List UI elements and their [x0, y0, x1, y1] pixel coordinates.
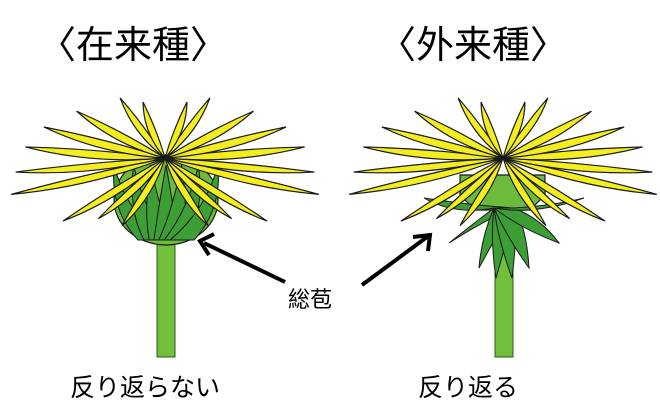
petal [381, 126, 504, 159]
petal [15, 157, 166, 174]
petal [349, 157, 504, 195]
arrow-native [197, 232, 286, 284]
petal [502, 157, 606, 222]
petal [502, 101, 526, 159]
bract [492, 207, 561, 245]
petal [97, 157, 166, 220]
petal [502, 126, 625, 159]
introduced-petals [349, 97, 657, 227]
petal [164, 101, 188, 159]
petal [164, 110, 254, 159]
petal [43, 126, 166, 159]
native-stem [156, 234, 176, 358]
label-introduced: 反り返る [418, 373, 519, 402]
petal [62, 157, 166, 222]
petal [502, 157, 547, 227]
petal [502, 157, 571, 220]
native-petals [11, 97, 319, 227]
petal [502, 157, 657, 195]
label-involucre: 総苞 [288, 288, 333, 313]
arrow-introduced [360, 232, 433, 287]
petal [164, 157, 315, 174]
native-dandelion [11, 97, 319, 358]
petal [502, 110, 592, 159]
petal [164, 126, 287, 159]
petal [459, 157, 504, 227]
petal [164, 157, 319, 195]
petal [353, 157, 504, 174]
petal [164, 157, 233, 220]
petal [414, 110, 504, 159]
petal [502, 157, 653, 174]
petal [11, 157, 166, 195]
petal [400, 157, 504, 222]
introduced-dandelion [349, 97, 657, 358]
petal [76, 110, 166, 159]
petal [480, 101, 504, 159]
label-native: 反り返らない [70, 373, 221, 402]
petal [435, 157, 504, 220]
petal [164, 157, 268, 222]
title-native: 〈在来種〉 [38, 23, 229, 67]
petal [164, 157, 209, 227]
petal [121, 157, 166, 227]
petal [142, 101, 166, 159]
title-introduced: 〈外来種〉 [378, 23, 569, 67]
introduced-involucre-bracts [423, 197, 585, 279]
